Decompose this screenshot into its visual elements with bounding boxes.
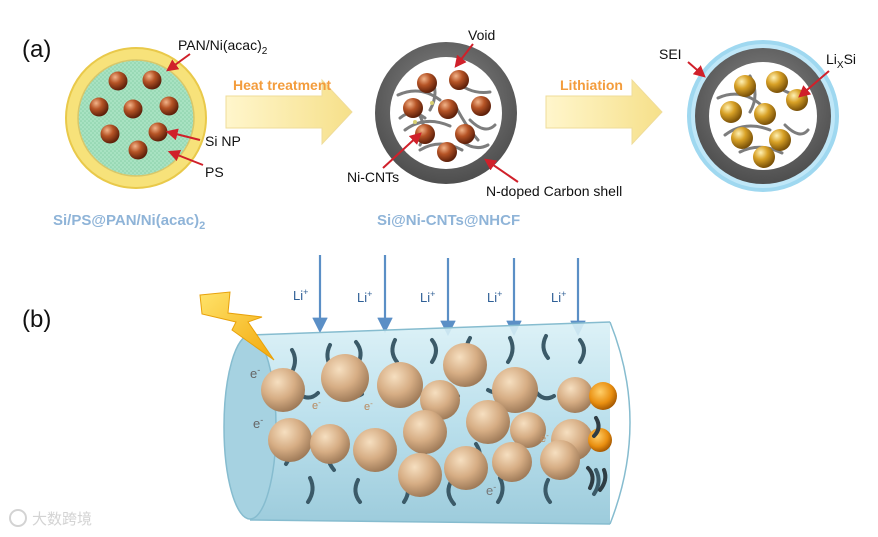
li-ion-arrows [312,255,586,337]
electron-label-5: e- [540,431,549,445]
li-ion-label-3: Li+ [420,289,435,305]
arrow-shell-pointer [484,158,519,183]
lithiated-sphere [687,40,839,192]
caption-si-ni-cnts-nhcf: Si@Ni-CNTs@NHCF [377,212,520,229]
arrow-nicnts-pointer [382,132,422,169]
watermark: 大数跨境 [9,509,92,528]
precursor-sphere [65,47,207,189]
arrow-ps-pointer [167,149,204,166]
arrow-sinp-pointer [165,128,201,141]
lixsi-particles [720,71,808,168]
lithiation-arrow [545,78,663,146]
li-ion-label-5: Li+ [551,289,566,305]
watermark-text: 大数跨境 [32,510,92,528]
panel-a-label: (a) [22,36,51,63]
label-lixsi: LiXSi [826,51,856,71]
label-sei: SEI [659,46,682,62]
li-ion-label-2: Li+ [357,289,372,305]
watermark-logo-icon [9,509,27,527]
panel-b-label: (b) [22,306,51,333]
label-n-doped-carbon-shell: N-doped Carbon shell [486,183,622,199]
caption-precursor: Si/PS@PAN/Ni(acac)2 [53,212,205,232]
li-ion-label-1: Li+ [293,287,308,303]
si-nanoparticles [89,70,179,160]
label-ps: PS [205,164,224,180]
arrow-sei-pointer [687,61,706,78]
tube-si-particles [261,343,617,497]
label-si-np: Si NP [205,133,241,149]
label-void: Void [468,27,495,43]
carbon-shell-sphere [375,42,517,184]
carbon-fiber-tube [223,321,631,525]
electron-label-2: e- [253,415,263,431]
heat-treatment-arrow [225,78,353,146]
arrow-void-pointer [454,43,474,68]
arrow-pan-pointer [166,53,191,72]
label-ni-cnts: Ni-CNTs [347,169,399,185]
electron-label-3: e- [312,398,321,412]
electron-label-1: e- [250,365,260,381]
li-ion-label-4: Li+ [487,289,502,305]
electron-label-4: e- [364,399,373,413]
label-lithiation: Lithiation [560,77,623,93]
lightning-bolt-icon [199,291,275,361]
label-heat-treatment: Heat treatment [233,77,331,93]
arrow-lixsi-pointer [798,70,830,98]
si-particles-in-shell [403,70,491,162]
electron-label-6: e- [486,482,496,498]
label-pan-ni-acac: PAN/Ni(acac)2 [178,37,268,57]
